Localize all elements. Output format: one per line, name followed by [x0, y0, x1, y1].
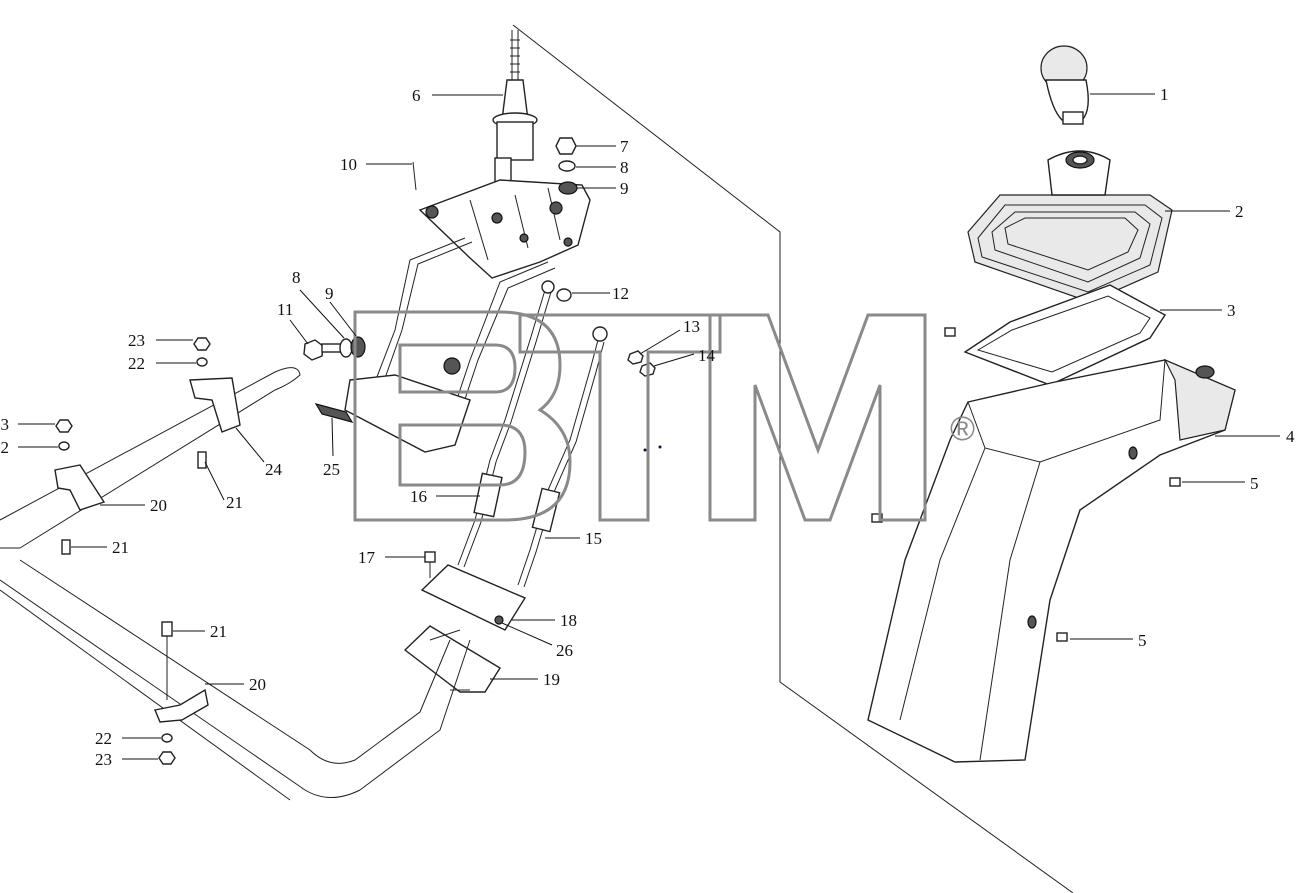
console-housing [867, 358, 1236, 763]
callout-8: 8 [620, 158, 629, 177]
cable-bracket-19 [403, 625, 501, 693]
shift-boot [967, 150, 1173, 303]
cable-15 [517, 326, 608, 588]
bolt-17 [424, 551, 436, 578]
watermark-mark: ® [950, 410, 975, 448]
callout-5-upper: 5 [1250, 474, 1259, 493]
cable-bracket-18 [420, 564, 527, 631]
callout-10: 10 [340, 155, 357, 174]
bracket-arms [344, 237, 556, 453]
callout-22-upper: 22 [128, 354, 145, 373]
callout-25: 25 [323, 460, 340, 479]
callout-4: 4 [1286, 427, 1295, 446]
callout-3: 3 [1227, 301, 1236, 320]
callout-23-lower: 23 [95, 750, 112, 769]
nut-7 [555, 137, 577, 155]
callout-17: 17 [358, 548, 376, 567]
cotter-pin-10 [412, 161, 417, 191]
callout-9: 9 [620, 179, 629, 198]
shift-lever [492, 30, 538, 199]
callout-6: 6 [412, 86, 421, 105]
callout-21-b: 21 [112, 538, 129, 557]
callout-11: 11 [277, 300, 293, 319]
callout-20-upper: 20 [150, 496, 167, 515]
callout-24: 24 [265, 460, 283, 479]
callout-21-c: 21 [210, 622, 227, 641]
bracket-25 [314, 403, 354, 423]
callout-13: 13 [683, 317, 700, 336]
callout-5-lower: 5 [1138, 631, 1147, 650]
clamp-20-lower [154, 688, 209, 723]
nut-13 [627, 350, 644, 365]
callout-22-left: 22 [0, 438, 9, 457]
callout-12: 12 [612, 284, 629, 303]
washer-8-left [339, 338, 353, 358]
lever-bracket [418, 179, 591, 279]
clamp-24 [189, 377, 241, 433]
callout-19: 19 [543, 670, 560, 689]
washer-9-left [350, 336, 366, 358]
washer-8 [558, 160, 576, 172]
bolt-11 [303, 339, 343, 361]
callout-20-lower: 20 [249, 675, 266, 694]
clamp-20-upper [54, 464, 106, 511]
callout-8-left: 8 [292, 268, 301, 287]
callout-18: 18 [560, 611, 577, 630]
callout-16: 16 [410, 487, 427, 506]
fasteners-left [55, 337, 211, 765]
watermark-logo: ® [353, 310, 975, 522]
callout-7: 7 [620, 137, 629, 156]
callout-1: 1 [1160, 85, 1169, 104]
gear-knob [1040, 45, 1089, 125]
washer-9 [558, 181, 578, 195]
callout-26: 26 [556, 641, 573, 660]
callouts: 1 2 3 4 5 5 6 7 8 9 10 8 9 [0, 85, 1295, 769]
callout-22-lower: 22 [95, 729, 112, 748]
small-mark [643, 445, 662, 452]
callout-23-upper: 23 [128, 331, 145, 350]
callout-21-a: 21 [226, 493, 243, 512]
console-screws [871, 327, 1181, 642]
callout-23-left: 23 [0, 415, 9, 434]
washer-12 [556, 288, 572, 302]
callout-14: 14 [698, 346, 716, 365]
callout-15: 15 [585, 529, 602, 548]
frame-tubes [0, 367, 471, 801]
callout-2: 2 [1235, 202, 1244, 221]
callout-9-left: 9 [325, 284, 334, 303]
assembly-plane-outline [512, 24, 1074, 893]
